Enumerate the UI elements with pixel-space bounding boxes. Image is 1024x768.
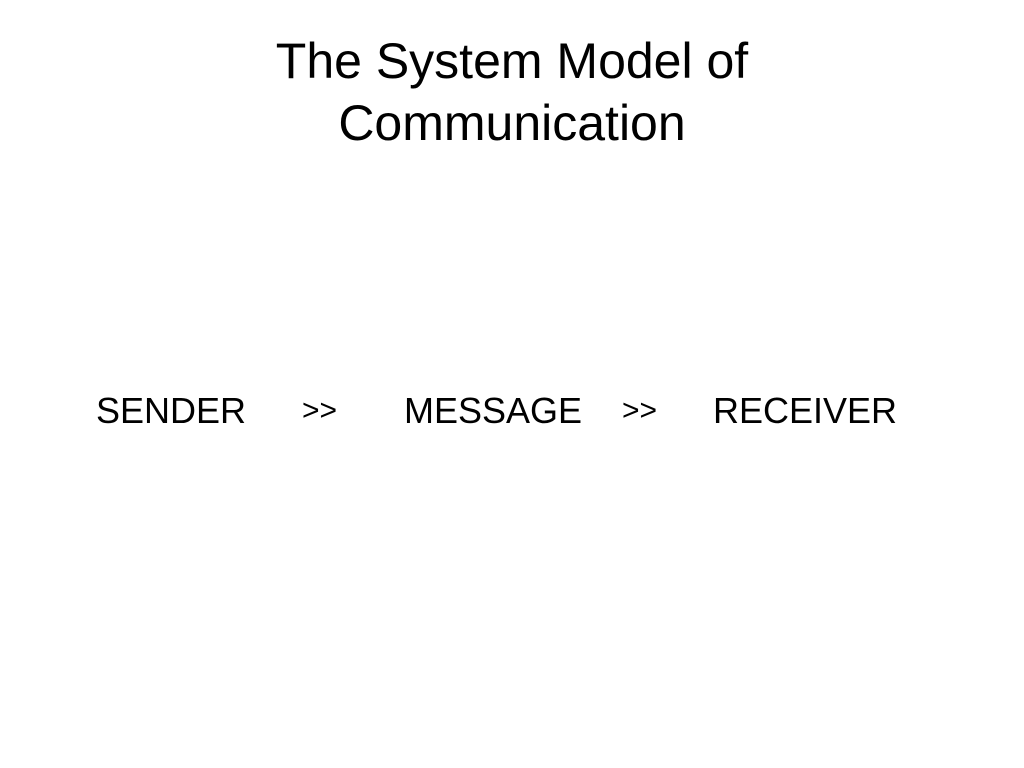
slide-title-line-2: Communication <box>338 95 686 151</box>
communication-flow: SENDER >> MESSAGE >> RECEIVER <box>0 388 1024 434</box>
slide-title-line-1: The System Model of <box>275 33 749 89</box>
receiver-label: RECEIVER <box>713 390 898 431</box>
sender-label: SENDER <box>96 390 247 431</box>
flow-arrow-1: >> <box>302 394 338 427</box>
message-label: MESSAGE <box>404 390 583 431</box>
flow-arrow-2: >> <box>622 394 658 427</box>
slide-title: The System Model of Communication <box>0 30 1024 154</box>
